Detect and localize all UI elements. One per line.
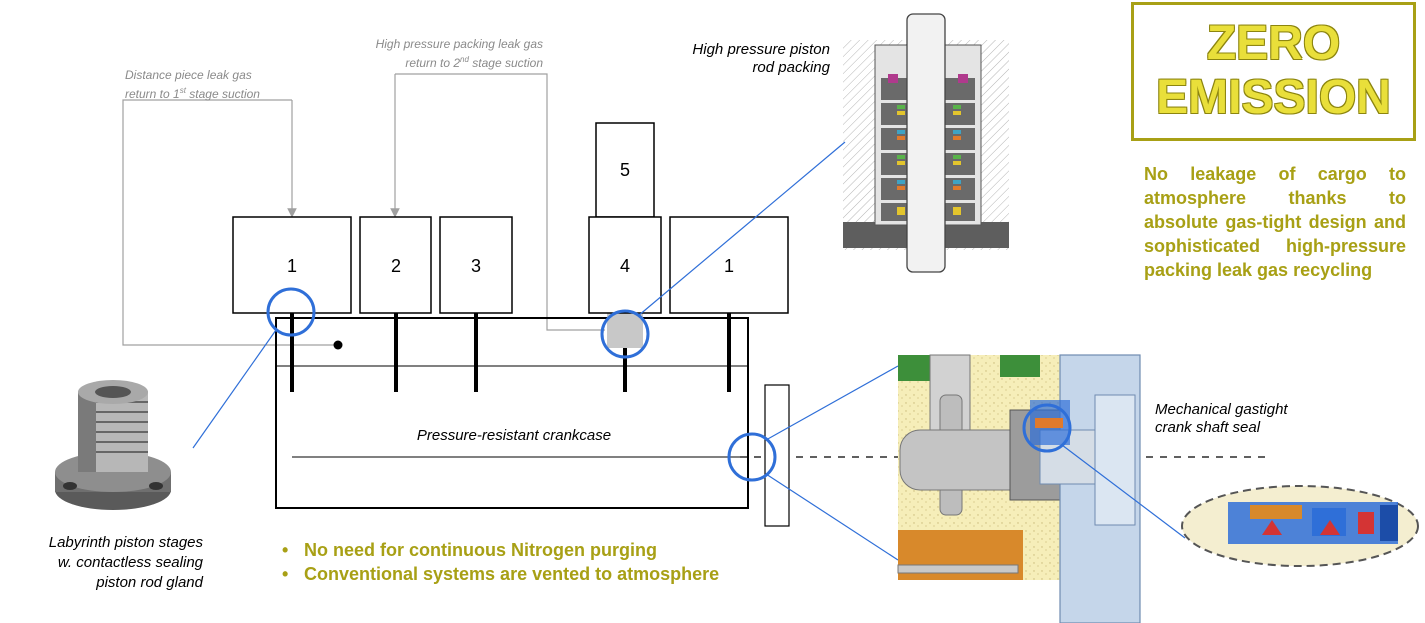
seal-detail-image bbox=[1181, 485, 1419, 567]
cylinder-box-4: 4 bbox=[588, 216, 662, 314]
hp-packing-note: High pressure packing leak gas return to… bbox=[343, 37, 543, 71]
distance-piece-note: Distance piece leak gas return to 1st st… bbox=[125, 68, 260, 102]
cylinder-box-1a: 1 bbox=[232, 216, 352, 314]
cylinder-label: 3 bbox=[471, 256, 481, 276]
labyrinth-label-line2: w. contactless sealing bbox=[57, 554, 203, 571]
zero-emission-line1: ZERO bbox=[1206, 17, 1341, 70]
cylinder-box-2: 2 bbox=[359, 216, 432, 314]
callout-circle-shaft bbox=[727, 432, 777, 482]
callout-circle-seal bbox=[1022, 403, 1072, 453]
hp-packing-return-line bbox=[395, 73, 605, 331]
crankcase-body bbox=[275, 317, 749, 509]
piston-rod-packing-image bbox=[843, 13, 1009, 273]
mech-seal-label-line1: Mechanical gastight bbox=[1155, 401, 1288, 418]
callout-circle-gland bbox=[266, 287, 316, 337]
hp-piston-packing-label-line2: rod packing bbox=[752, 59, 830, 76]
distance-piece-note-line2-end: stage suction bbox=[185, 87, 260, 101]
labyrinth-label-line1: Labyrinth piston stages bbox=[48, 534, 203, 551]
hp-piston-packing-label-line1: High pressure piston bbox=[692, 41, 830, 58]
distance-piece-note-sup: st bbox=[179, 86, 186, 95]
callout-leader-packing bbox=[637, 141, 846, 317]
cylinder-box-5: 5 bbox=[595, 122, 655, 218]
cylinder-label: 2 bbox=[391, 256, 401, 276]
crankshaft-seal-image bbox=[897, 354, 1141, 623]
flywheel bbox=[764, 384, 790, 527]
zero-emission-description: No leakage of cargo to atmosphere thanks… bbox=[1144, 164, 1406, 280]
distance-piece-return-line bbox=[122, 99, 340, 346]
labyrinth-label-line3: piston rod gland bbox=[96, 574, 203, 591]
hp-packing-note-sup: nd bbox=[460, 55, 469, 64]
distance-piece-note-line2: return to 1 bbox=[125, 87, 180, 101]
labyrinth-gland-image bbox=[55, 380, 171, 510]
zero-emission-line2: EMISSION bbox=[1156, 71, 1391, 124]
hp-packing-note-line2-end: stage suction bbox=[468, 56, 543, 70]
cylinder-box-1b: 1 bbox=[669, 216, 789, 314]
mech-seal-label: Mechanical gastight crank shaft seal bbox=[1155, 401, 1335, 437]
callout-leader-seal bbox=[1061, 444, 1186, 539]
callout-leader-shaft-b bbox=[765, 473, 899, 561]
hp-packing-block bbox=[607, 312, 643, 348]
benefit-bullet-list: No need for continuous Nitrogen purging … bbox=[282, 538, 719, 586]
callout-leader-shaft-a bbox=[765, 365, 899, 441]
mech-seal-label-line2: crank shaft seal bbox=[1155, 419, 1261, 436]
piston-rod bbox=[906, 13, 946, 273]
cylinder-box-3: 3 bbox=[439, 216, 513, 314]
cylinder-label: 4 bbox=[620, 256, 630, 276]
hp-packing-note-line2: return to 2 bbox=[405, 56, 461, 70]
zero-emission-badge: ZERO EMISSION bbox=[1131, 2, 1416, 141]
callout-leader-gland bbox=[192, 329, 277, 449]
bullet-item: No need for continuous Nitrogen purging bbox=[282, 538, 719, 562]
bullet-item: Conventional systems are vented to atmos… bbox=[282, 562, 719, 586]
labyrinth-label: Labyrinth piston stages w. contactless s… bbox=[20, 533, 203, 593]
hp-piston-packing-label: High pressure piston rod packing bbox=[640, 41, 830, 77]
callout-circle-packing bbox=[600, 309, 650, 359]
cylinder-label: 1 bbox=[287, 256, 297, 276]
cylinder-label: 5 bbox=[620, 160, 630, 180]
distance-piece-port bbox=[333, 340, 343, 350]
distance-piece-note-line1: Distance piece leak gas bbox=[125, 68, 252, 82]
crankcase-label: Pressure-resistant crankcase bbox=[417, 427, 611, 444]
cylinder-label: 1 bbox=[724, 256, 734, 276]
hp-packing-note-line1: High pressure packing leak gas bbox=[375, 37, 543, 51]
